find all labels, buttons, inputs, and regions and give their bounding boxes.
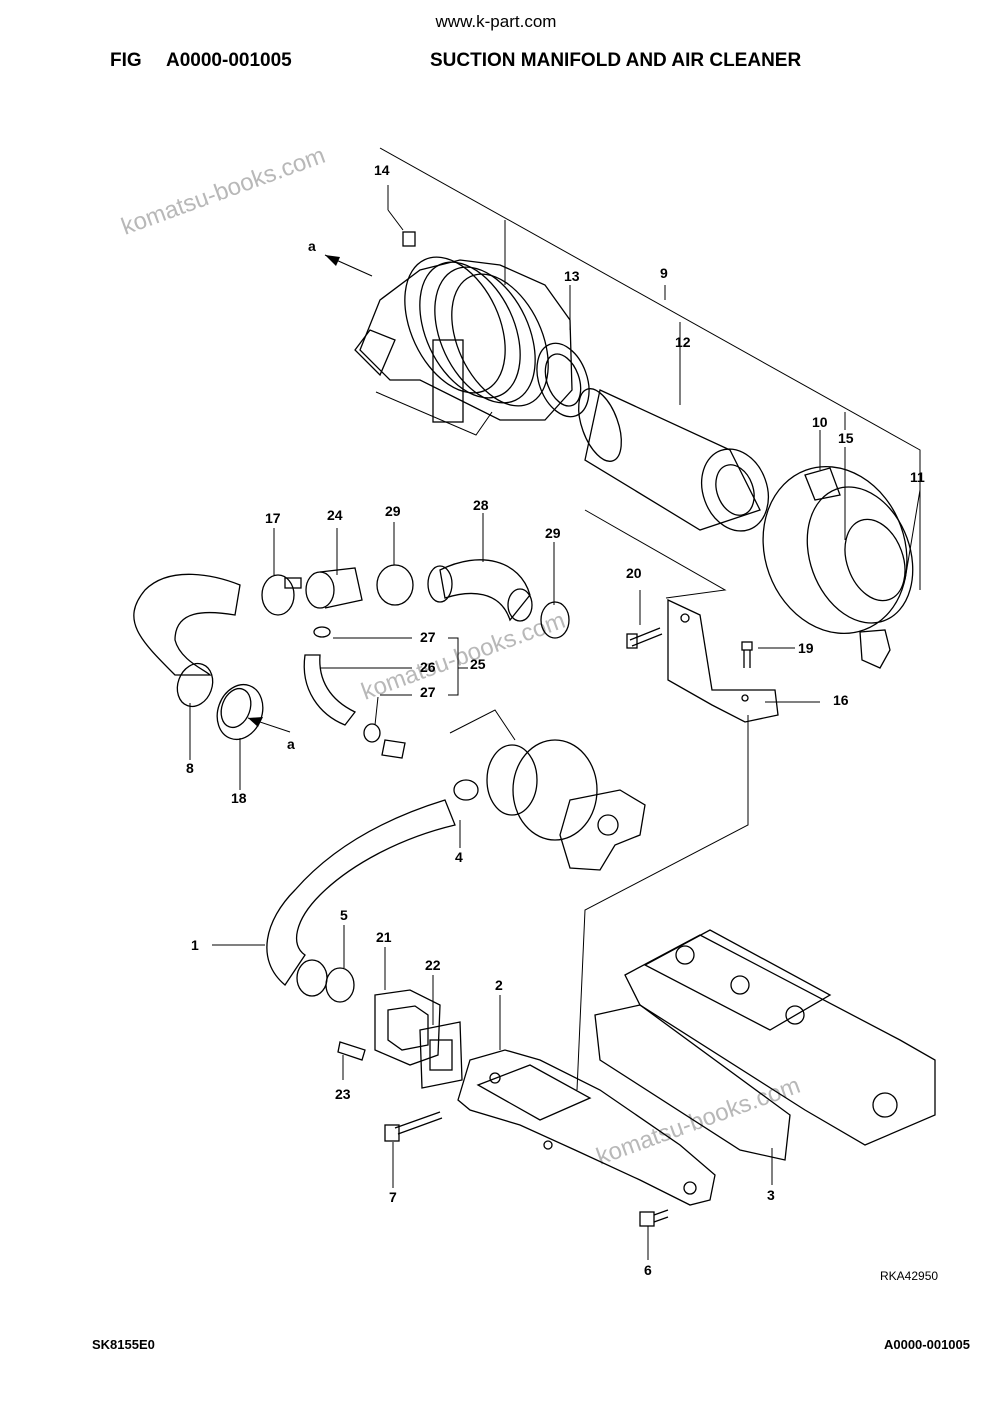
callout-5: 5 xyxy=(340,907,348,923)
callout-10: 10 xyxy=(812,414,828,430)
intake-hoses xyxy=(133,513,570,790)
callout-4: 4 xyxy=(455,849,463,865)
callout-1: 1 xyxy=(191,937,199,953)
callout-17: 17 xyxy=(265,510,281,526)
main-hose xyxy=(212,799,461,1003)
watermark-middle: komatsu-books.com xyxy=(358,607,569,706)
fig-label: FIG xyxy=(110,50,142,71)
site-url: www.k-part.com xyxy=(435,12,557,31)
callout-26: 26 xyxy=(420,659,436,675)
callout-27-a: 27 xyxy=(420,629,436,645)
arrow-a-bottom: a xyxy=(287,736,295,752)
callout-29-b: 29 xyxy=(545,525,561,541)
callout-20: 20 xyxy=(626,565,642,581)
callout-23: 23 xyxy=(335,1086,351,1102)
callout-7: 7 xyxy=(389,1189,397,1205)
callout-18: 18 xyxy=(231,790,247,806)
callout-8: 8 xyxy=(186,760,194,776)
callout-2: 2 xyxy=(495,977,503,993)
page-title: SUCTION MANIFOLD AND AIR CLEANER xyxy=(430,50,802,71)
callout-6: 6 xyxy=(644,1262,652,1278)
callout-25: 25 xyxy=(470,656,486,672)
callout-22: 22 xyxy=(425,957,441,973)
fig-number: A0000-001005 xyxy=(166,50,292,71)
callout-11: 11 xyxy=(910,469,925,485)
callout-9: 9 xyxy=(660,265,668,281)
callout-13: 13 xyxy=(564,268,580,284)
callout-16: 16 xyxy=(833,692,849,708)
bracket-assembly xyxy=(584,509,820,723)
callout-21: 21 xyxy=(376,929,392,945)
callout-12: 12 xyxy=(675,334,691,350)
callout-3: 3 xyxy=(767,1187,775,1203)
air-cleaner-assembly xyxy=(324,147,921,669)
drawing-reference: RKA42950 xyxy=(880,1269,938,1283)
callout-29-a: 29 xyxy=(385,503,401,519)
intake-manifold xyxy=(384,715,936,1260)
callout-14: 14 xyxy=(374,162,390,178)
footer-right-code: A0000-001005 xyxy=(883,1337,970,1352)
callout-24: 24 xyxy=(327,507,343,523)
turbocharger xyxy=(449,709,646,871)
flange-and-gasket xyxy=(337,947,463,1089)
callout-28: 28 xyxy=(473,497,489,513)
footer-left-code: SK8155E0 xyxy=(92,1337,155,1352)
callout-19: 19 xyxy=(798,640,814,656)
callout-15: 15 xyxy=(838,430,854,446)
watermark-top: komatsu-books.com xyxy=(118,142,329,241)
callout-27-b: 27 xyxy=(420,684,436,700)
arrow-a-top: a xyxy=(308,238,316,254)
